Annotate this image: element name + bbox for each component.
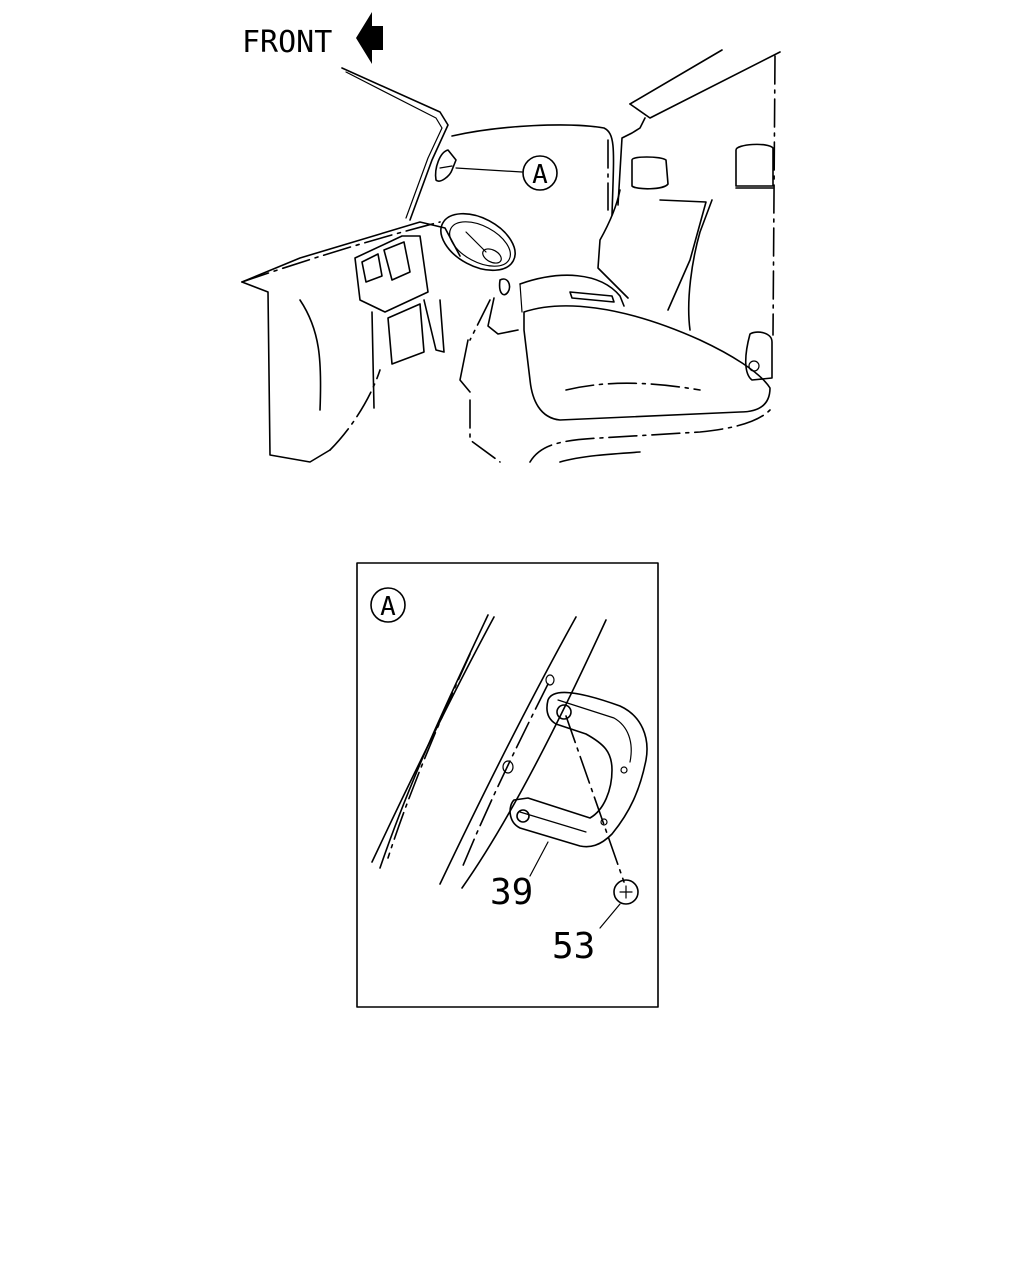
front-label: FRONT xyxy=(242,25,332,60)
front-arrow-icon xyxy=(356,12,383,64)
part-number-53: 53 xyxy=(552,926,595,967)
detail-a-label: A xyxy=(380,592,396,622)
detail-a-panel: A 39 53 xyxy=(356,562,659,1008)
part-number-39: 39 xyxy=(490,872,533,913)
cab-overview: A xyxy=(241,49,781,463)
callout-a-label: A xyxy=(532,160,548,190)
